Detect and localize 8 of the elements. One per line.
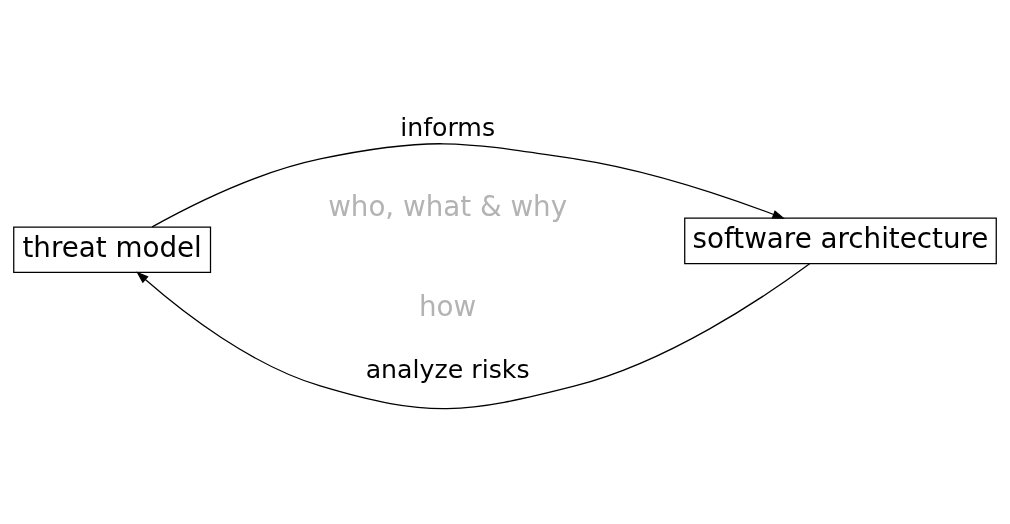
arrow <box>151 142 785 227</box>
arrow <box>136 262 811 409</box>
label: how <box>419 289 477 323</box>
edge-label: informs <box>400 112 496 142</box>
label: who, what & why <box>328 189 568 223</box>
node-box: software architecture <box>684 217 997 264</box>
node-box: threat model <box>13 225 212 273</box>
edge-label: analyze risks <box>365 354 530 384</box>
